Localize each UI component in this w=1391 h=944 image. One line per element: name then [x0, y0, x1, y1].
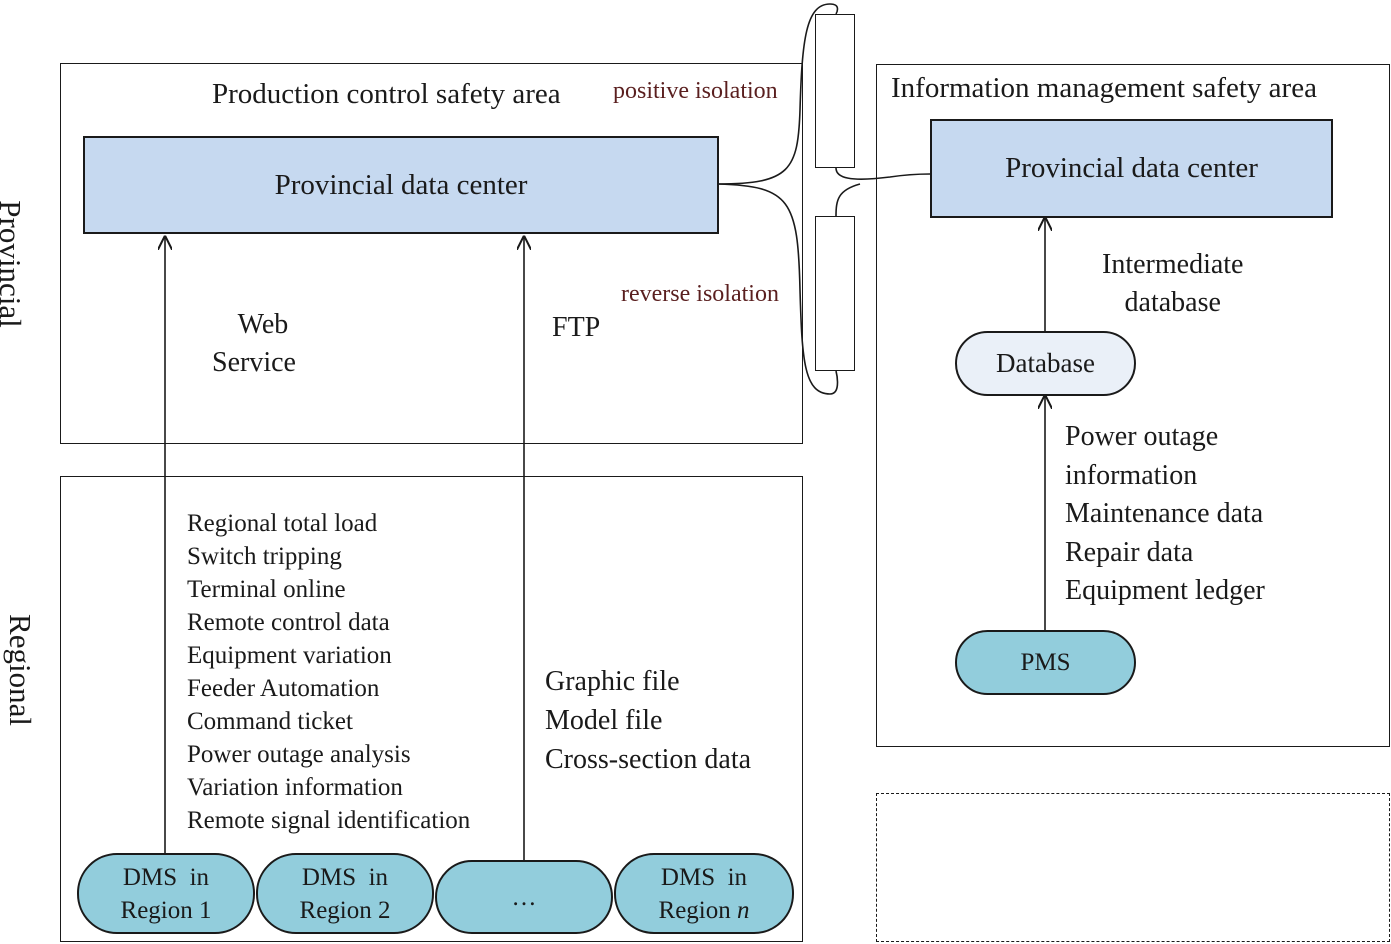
production-data-center-label: Provincial data center [274, 168, 528, 201]
dms-region-n-prefix: Region [658, 896, 737, 924]
dms-region-2-line1: DMS in [301, 863, 389, 891]
list-item: Cross-section data [545, 744, 752, 775]
information-area-title: Information management safety area [891, 72, 1317, 104]
positive-isolation-label: positive isolation [613, 78, 778, 104]
intermediate-line2: database [1124, 287, 1221, 318]
list-item: Terminal online [187, 576, 346, 603]
production-control-area [60, 63, 803, 444]
dms-region-2-line2: Region 2 [299, 896, 391, 924]
information-data-center: Provincial data center [930, 119, 1333, 218]
list-item: Model file [545, 705, 663, 736]
intermediate-database-label: Intermediate database [1102, 246, 1243, 322]
dms-region-n-line2: Region n [659, 894, 750, 927]
pms-node: PMS [955, 630, 1136, 695]
dms-region-n-line1: DMS in [660, 863, 748, 891]
list-item: Equipment ledger [1065, 575, 1265, 607]
list-item: Equipment variation [187, 642, 392, 669]
list-item: Variation information [187, 774, 403, 801]
intermediate-line1: Intermediate [1102, 249, 1244, 280]
ftp-label: FTP [552, 312, 601, 343]
web-service-data-list: Regional total load Switch tripping Term… [187, 507, 470, 837]
dms-region-1-line1: DMS in [122, 863, 210, 891]
database-label: Database [996, 348, 1095, 378]
list-item: Feeder Automation [187, 675, 380, 702]
dms-ellipsis-label: … [511, 883, 537, 911]
reverse-isolation-label: reverse isolation [621, 281, 779, 307]
dms-ellipsis: … [435, 860, 613, 934]
list-item: Repair data [1065, 536, 1194, 568]
list-item: Regional total load [187, 510, 378, 537]
list-item: Graphic file [545, 666, 680, 697]
web-service-line2: Service [212, 347, 296, 378]
web-service-label: Web Service [212, 306, 296, 382]
database-node: Database [955, 331, 1136, 396]
list-item: Command ticket [187, 708, 353, 735]
dms-region-n: DMS in Region n [614, 853, 794, 934]
dms-region-1: DMS in Region 1 [77, 853, 255, 934]
reverse-isolation-device [815, 216, 855, 371]
pms-label: PMS [1020, 649, 1071, 676]
list-item: Switch tripping [187, 543, 342, 570]
dashed-placeholder-box [876, 793, 1390, 942]
dms-region-2: DMS in Region 2 [256, 853, 434, 934]
ftp-data-list: Graphic file Model file Cross-section da… [545, 662, 751, 779]
information-data-center-label: Provincial data center [1005, 152, 1258, 184]
list-item: Power outage analysis [187, 741, 411, 768]
web-service-line1: Web [237, 309, 289, 340]
positive-isolation-device [815, 14, 855, 168]
list-item: Remote signal identification [187, 807, 471, 834]
list-item: Maintenance data [1065, 498, 1264, 530]
production-data-center: Provincial data center [83, 136, 719, 234]
production-area-title: Production control safety area [212, 78, 561, 110]
dms-region-n-index: n [736, 896, 750, 924]
list-item: information [1065, 459, 1198, 491]
list-item: Remote control data [187, 609, 390, 636]
list-item: Power outage [1065, 421, 1219, 452]
pms-data-list: Power outage information Maintenance dat… [1065, 418, 1265, 611]
dms-region-1-line2: Region 1 [120, 896, 212, 924]
